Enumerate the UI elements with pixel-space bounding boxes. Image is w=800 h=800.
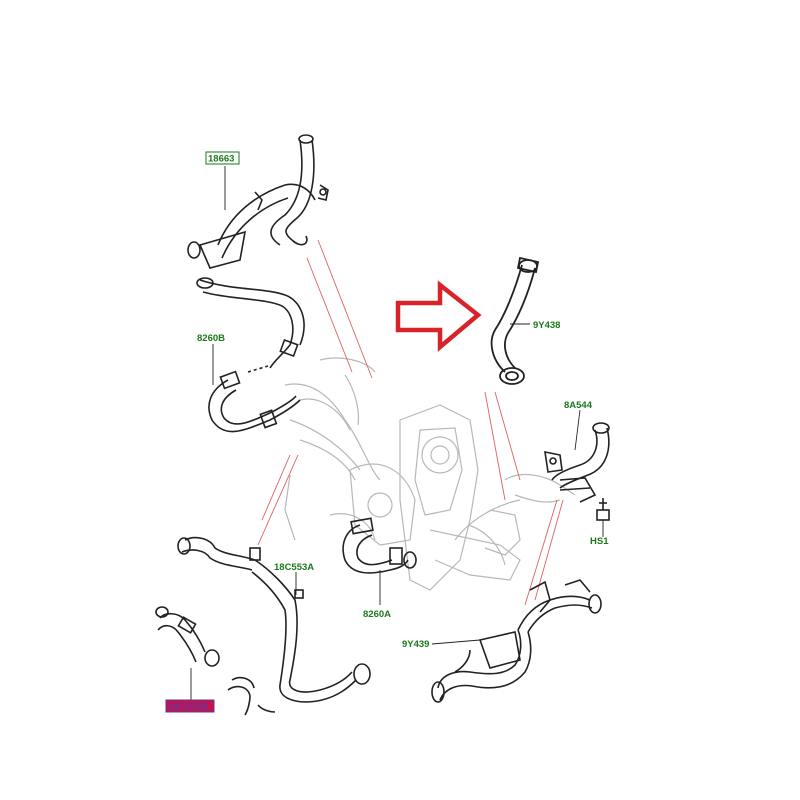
label-8a544: 8A544 <box>564 400 593 411</box>
label-box-18c553b <box>165 699 215 713</box>
label-box-18663 <box>205 151 240 165</box>
part-8260b-hose <box>208 365 301 433</box>
part-labels: 18663 8260B 9Y438 8A544 HS1 18C553A 8260… <box>165 151 609 713</box>
label-leader-lines <box>190 166 604 700</box>
part-9y439-hose <box>431 579 602 703</box>
callout-leader-lines <box>257 239 564 606</box>
part-9y438-hose <box>490 256 540 385</box>
part-18c553b-hose <box>155 606 276 716</box>
part-8260a-hose <box>342 517 417 574</box>
part-18663-hose <box>187 134 329 369</box>
engine-ghost-outline <box>284 357 576 591</box>
label-hs1: HS1 <box>590 536 609 547</box>
part-8a544-hose <box>544 422 610 503</box>
label-8260b: 8260B <box>197 333 225 344</box>
label-18663: 18663 <box>208 154 234 165</box>
part-18c553a-hose <box>177 536 371 703</box>
label-18c553a: 18C553A <box>274 562 314 573</box>
label-9y439: 9Y439 <box>402 639 429 650</box>
label-9y438: 9Y438 <box>533 320 560 331</box>
label-18c553b: 18C553B <box>168 702 208 713</box>
part-hs1-bolt <box>596 498 610 521</box>
red-outline-arrow-right-icon <box>395 280 482 352</box>
label-8260a: 8260A <box>363 609 391 620</box>
